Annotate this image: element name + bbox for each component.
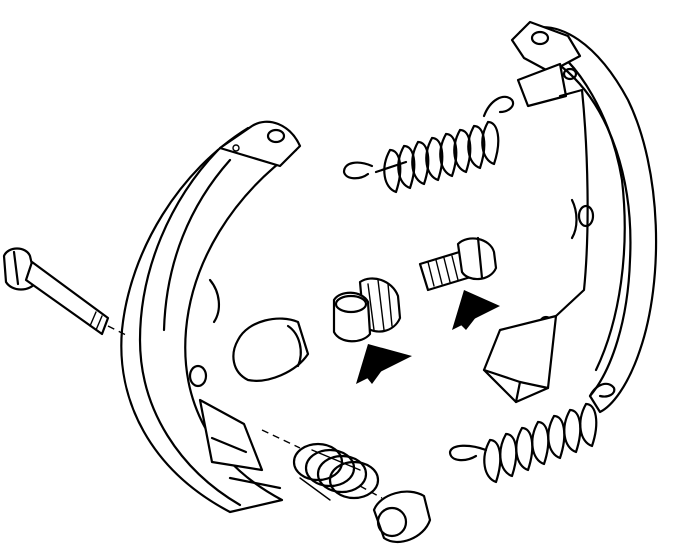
direction-arrows	[356, 290, 500, 384]
upper-spring-coils	[383, 120, 500, 194]
lower-return-spring	[448, 382, 616, 484]
right-brake-shoe	[482, 20, 658, 414]
lower-spring-coils	[483, 402, 598, 484]
hold-down-cup	[359, 485, 432, 543]
adjuster-nut	[332, 277, 402, 343]
short-bolt	[418, 236, 498, 292]
hold-down-spring	[261, 429, 380, 501]
left-brake-shoe	[120, 120, 302, 514]
upper-return-spring	[342, 95, 515, 194]
adjuster-plug	[232, 317, 310, 382]
long-bolt	[2, 247, 129, 337]
